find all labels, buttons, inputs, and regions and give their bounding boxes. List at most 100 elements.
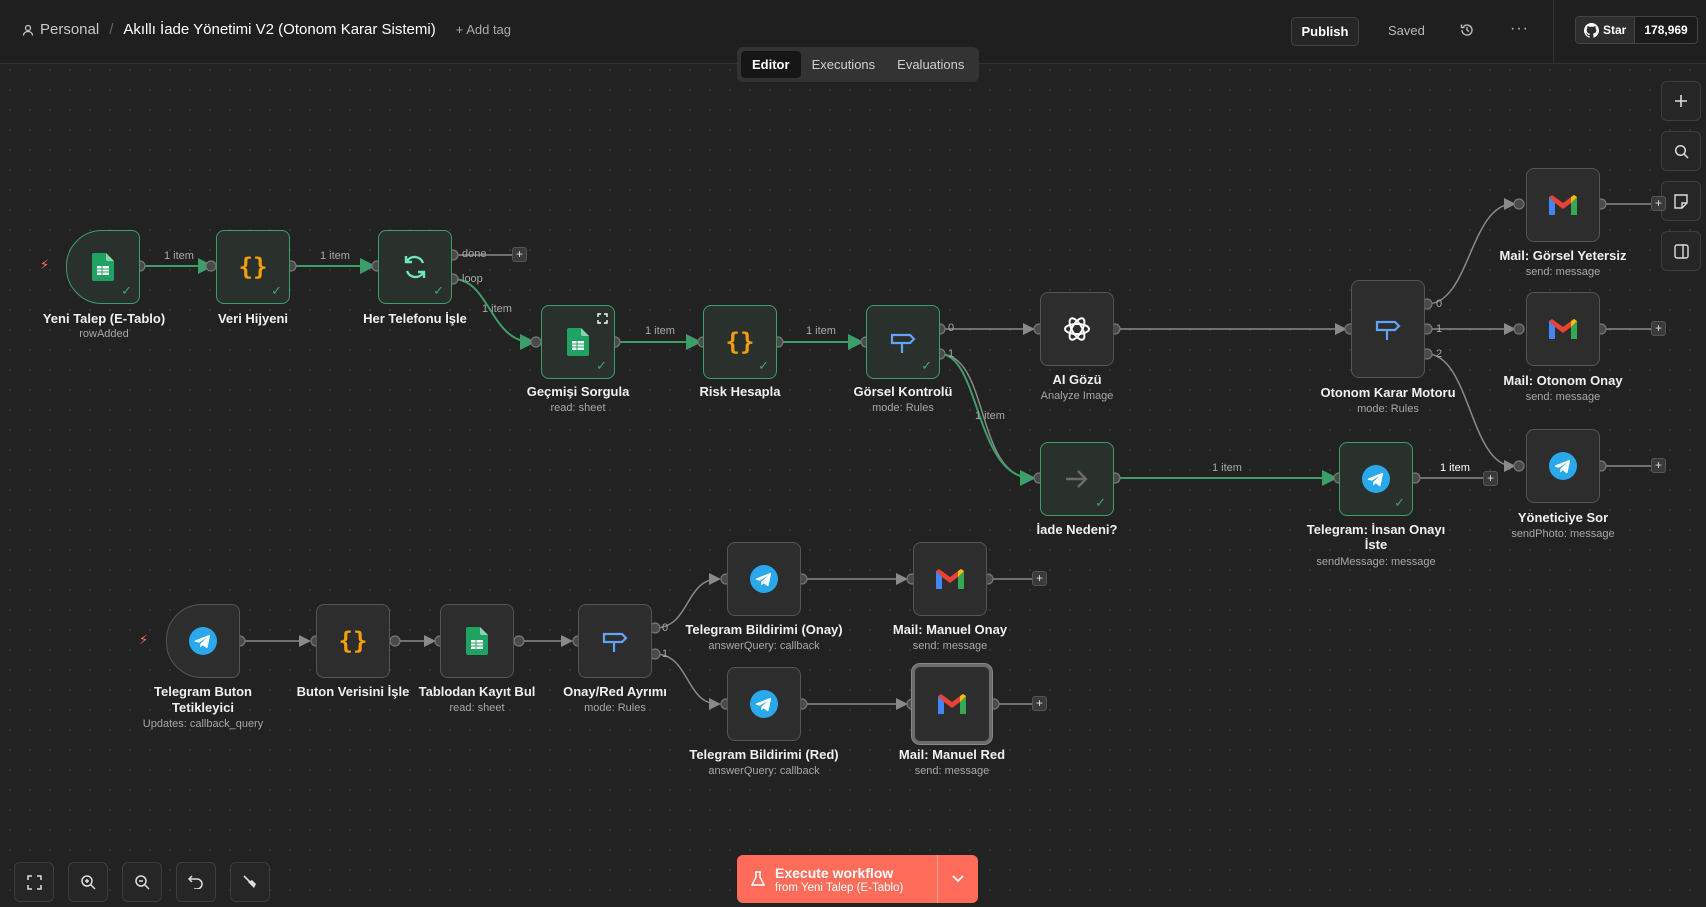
add-tag-button[interactable]: + Add tag — [455, 22, 512, 37]
node-veri-hijyeni[interactable]: {} ✓ — [216, 230, 290, 304]
node-subtitle: Analyze Image — [1040, 390, 1114, 402]
add-node-plus[interactable]: + — [1483, 471, 1498, 486]
google-sheets-icon — [567, 328, 589, 356]
node-yeni-talep[interactable]: ✓ — [66, 230, 140, 304]
edge-label: 1 item — [320, 250, 350, 262]
node-telegram-insan-onayi[interactable]: ✓ — [1339, 442, 1413, 516]
node-subtitle: read: sheet — [550, 402, 606, 414]
zoom-in-button[interactable] — [68, 862, 108, 902]
success-check-icon: ✓ — [121, 283, 132, 298]
header-divider — [1553, 0, 1554, 64]
node-ai-gozu[interactable] — [1040, 292, 1114, 366]
node-label: Mail: Manuel Red — [898, 747, 1006, 762]
execute-dropdown[interactable] — [937, 855, 978, 903]
node-buton-verisini-isle[interactable]: {} — [316, 604, 390, 678]
telegram-icon — [750, 565, 778, 593]
success-check-icon: ✓ — [271, 283, 282, 298]
edge-label-output-0: 0 — [948, 322, 955, 334]
node-gorsel-kontrolu[interactable]: ✓ — [866, 305, 940, 379]
zoom-out-button[interactable] — [122, 862, 162, 902]
undo-button[interactable] — [176, 862, 216, 902]
node-risk-hesapla[interactable]: {} ✓ — [703, 305, 777, 379]
sticky-note-button[interactable] — [1661, 181, 1701, 221]
project-link[interactable]: Personal — [22, 21, 99, 38]
code-braces-icon: {} — [239, 254, 268, 280]
node-tablodan-kayit-bul[interactable] — [440, 604, 514, 678]
node-label: Buton Verisini İşle — [296, 684, 410, 699]
node-gecmisi-sorgula[interactable]: ✓ — [541, 305, 615, 379]
publish-button[interactable]: Publish — [1291, 17, 1359, 46]
fit-view-button[interactable] — [14, 862, 54, 902]
expand-icon[interactable] — [597, 311, 608, 329]
github-star-button[interactable]: Star 178,969 — [1575, 16, 1698, 44]
edge-label: 1 item — [645, 325, 675, 337]
workflow-title[interactable]: Akıllı İade Yönetimi V2 (Otonom Karar Si… — [123, 21, 436, 38]
tab-editor[interactable]: Editor — [741, 51, 801, 78]
plus-icon — [1675, 95, 1687, 107]
add-node-plus[interactable]: + — [1651, 321, 1666, 336]
execute-workflow-button[interactable]: Execute workflow from Yeni Talep (E-Tabl… — [737, 855, 978, 903]
node-iade-nedeni[interactable]: ✓ — [1040, 442, 1114, 516]
history-icon[interactable] — [1459, 22, 1475, 43]
trigger-bolt-icon: ⚡ — [139, 632, 149, 647]
switch-signpost-icon — [1375, 320, 1401, 340]
node-otonom-karar-motoru[interactable] — [1351, 280, 1425, 378]
node-mail-manuel-red[interactable] — [912, 664, 992, 744]
node-label-line2: İste — [1364, 537, 1388, 552]
edge-label: 1 item — [1212, 462, 1242, 474]
add-node-plus[interactable]: + — [512, 247, 527, 262]
edge-label-loop: loop — [462, 273, 483, 285]
project-name: Personal — [40, 21, 100, 38]
node-label-line1: Telegram Buton — [154, 684, 252, 699]
execute-main[interactable]: Execute workflow from Yeni Talep (E-Tabl… — [737, 865, 937, 894]
node-mail-gorsel-yetersiz[interactable] — [1526, 168, 1600, 242]
tab-evaluations[interactable]: Evaluations — [897, 57, 965, 72]
edge-label-output-2: 2 — [1436, 348, 1443, 360]
switch-signpost-icon — [890, 333, 916, 353]
node-telegram-buton-tetikleyici[interactable] — [166, 604, 240, 678]
node-telegram-bildirimi-onay[interactable] — [727, 542, 801, 616]
search-icon — [1674, 144, 1689, 159]
node-label: Mail: Manuel Onay — [892, 622, 1008, 637]
node-yoneticiye-sor[interactable] — [1526, 429, 1600, 503]
undo-icon — [188, 875, 203, 889]
node-her-telefonu-isle[interactable]: ✓ — [378, 230, 452, 304]
node-label: Görsel Kontrolü — [853, 384, 953, 399]
loop-refresh-icon — [404, 255, 426, 279]
tidy-up-button[interactable] — [230, 862, 270, 902]
node-label: Veri Hijyeni — [217, 311, 289, 326]
add-node-plus[interactable]: + — [1032, 571, 1047, 586]
node-subtitle: mode: Rules — [584, 702, 646, 714]
search-nodes-button[interactable] — [1661, 131, 1701, 171]
gmail-icon — [1549, 319, 1577, 339]
node-label: Geçmişi Sorgula — [526, 384, 630, 399]
add-node-button[interactable] — [1661, 81, 1701, 121]
more-options-icon[interactable]: ··· — [1510, 20, 1529, 37]
chevron-down-icon — [952, 875, 964, 883]
node-onay-red-ayrimi[interactable] — [578, 604, 652, 678]
node-mail-manuel-onay[interactable] — [913, 542, 987, 616]
success-check-icon: ✓ — [921, 358, 932, 373]
user-icon — [22, 24, 34, 36]
success-check-icon: ✓ — [433, 283, 444, 298]
toggle-panel-button[interactable] — [1661, 231, 1701, 271]
node-telegram-bildirimi-red[interactable] — [727, 667, 801, 741]
tab-executions[interactable]: Executions — [811, 57, 876, 72]
add-node-plus[interactable]: + — [1651, 458, 1666, 473]
add-node-plus[interactable]: + — [1032, 696, 1047, 711]
edge-n17-n20 — [654, 653, 721, 710]
breadcrumb: Personal / Akıllı İade Yönetimi V2 (Oton… — [22, 21, 511, 38]
gmail-icon — [1549, 195, 1577, 215]
node-label: Tablodan Kayıt Bul — [418, 684, 536, 699]
svg-text:{}: {} — [726, 329, 755, 355]
add-node-plus[interactable]: + — [1651, 196, 1666, 211]
node-label: Risk Hesapla — [699, 384, 781, 399]
github-icon — [1584, 22, 1599, 38]
node-label: AI Gözü — [1052, 372, 1102, 387]
node-subtitle: mode: Rules — [872, 402, 934, 414]
saved-status: Saved — [1388, 23, 1425, 38]
execute-title: Execute workflow — [775, 864, 894, 881]
edge-n3-n4 — [452, 278, 536, 350]
node-mail-otonom-onay[interactable] — [1526, 292, 1600, 366]
telegram-icon — [189, 627, 217, 655]
